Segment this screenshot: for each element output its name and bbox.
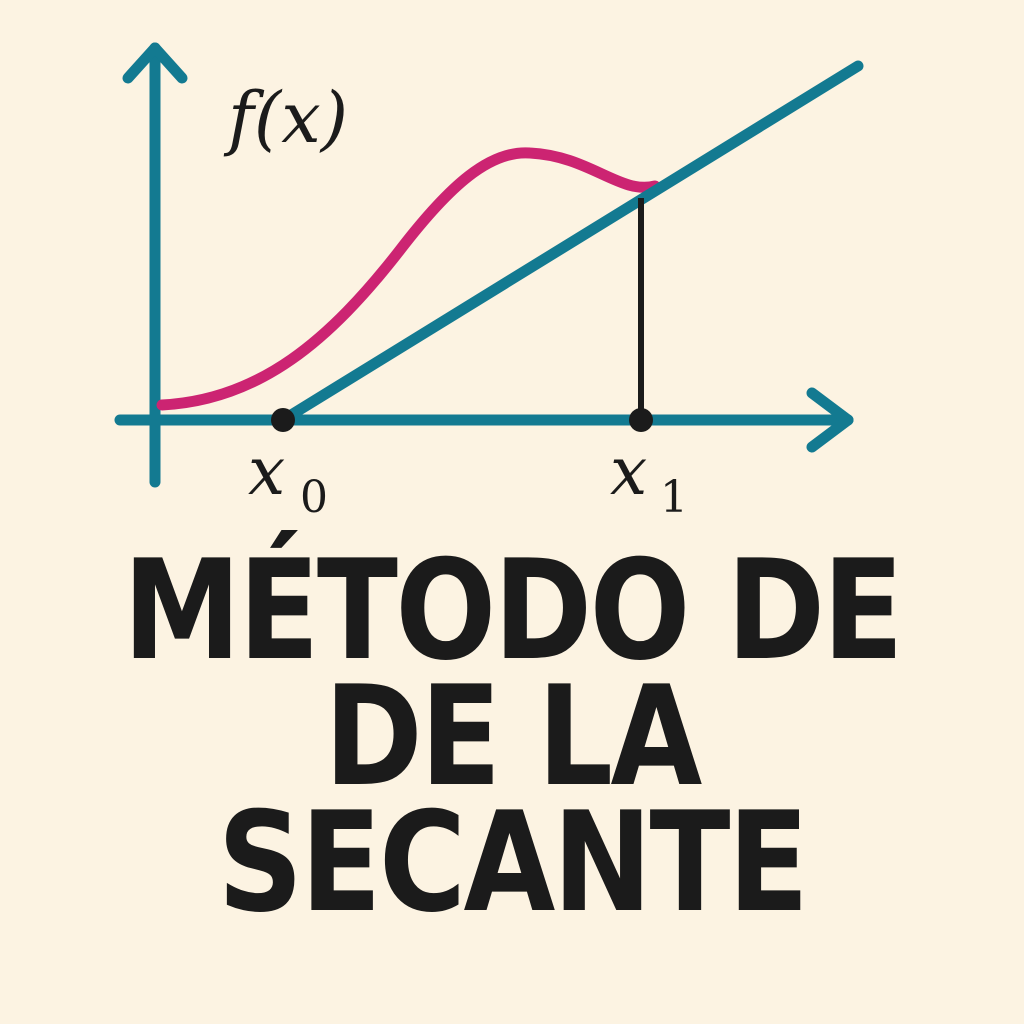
x0-label-subscript: 0 <box>300 472 328 523</box>
x1-label-subscript: 1 <box>660 472 688 523</box>
function-curve <box>156 147 661 411</box>
title-line-3: SECANTE <box>217 782 809 943</box>
y-axis-arrowhead <box>122 42 188 84</box>
poster-title: MÉTODO DE DE LA SECANTE <box>72 530 953 943</box>
x0-point <box>271 408 295 432</box>
secant-method-diagram: f(x) x 0 x 1 <box>114 42 864 523</box>
x-axis-arrowhead <box>806 387 854 453</box>
title-line-2: DE LA <box>324 656 702 817</box>
title-line-1: MÉTODO DE <box>122 530 904 691</box>
x0-label-base: x <box>248 433 285 510</box>
x1-point <box>629 408 653 432</box>
secant-line <box>277 60 864 426</box>
function-label: f(x) <box>223 77 348 159</box>
x1-label-base: x <box>610 433 647 510</box>
